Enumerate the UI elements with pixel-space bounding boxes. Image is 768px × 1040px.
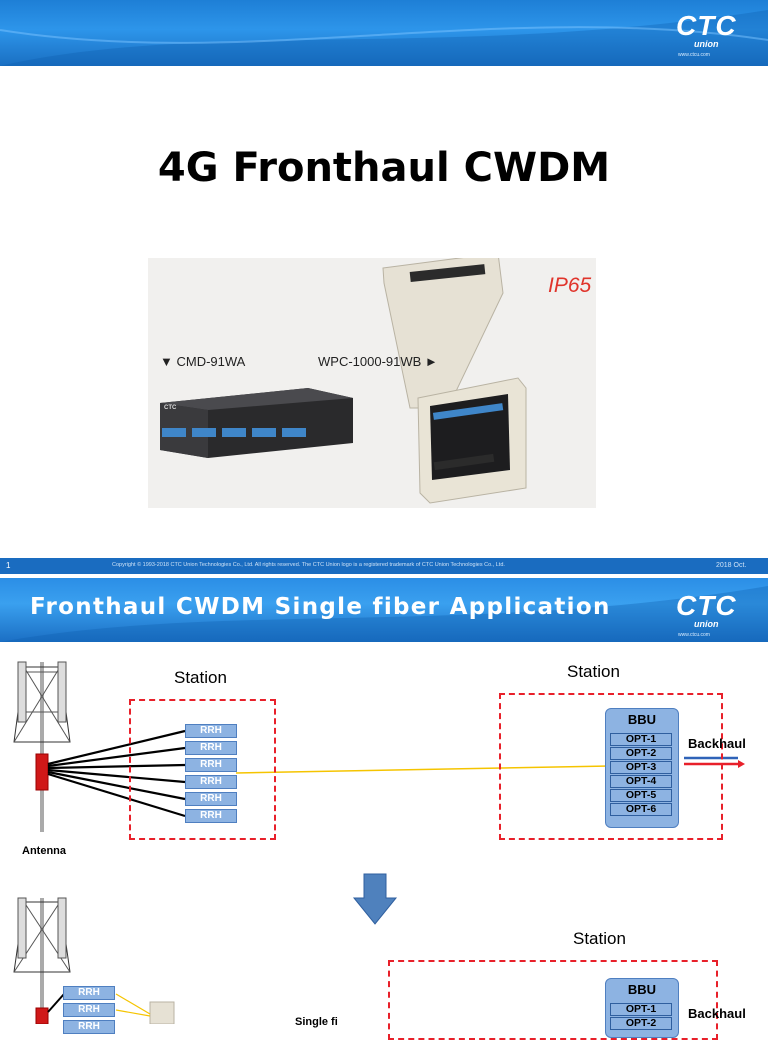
ip65-badge: IP65 <box>548 274 592 297</box>
opt-port: OPT-1 <box>610 1003 672 1016</box>
ctc-union-logo: CTC union www.ctcu.com <box>676 10 737 59</box>
opt-port: OPT-6 <box>610 803 672 816</box>
rrh-box: RRH <box>185 741 237 755</box>
bbu-label: BBU <box>627 982 657 997</box>
bbu-unit: BBU OPT-1 OPT-2 OPT-3 OPT-4 OPT-5 OPT-6 <box>605 708 679 828</box>
slide2-title: Fronthaul CWDM Single fiber Application <box>30 594 611 620</box>
model-label-cmd: ▼ CMD-91WA <box>160 354 246 369</box>
antenna-label: Antenna <box>22 845 66 857</box>
slide1-header-bar: CTC union www.ctcu.com <box>0 0 768 66</box>
station-bottom-label: Station <box>573 929 626 948</box>
opt-port: OPT-5 <box>610 789 672 802</box>
rrh-box: RRH <box>185 758 237 772</box>
model-label-wpc: WPC-1000-91WB ► <box>318 354 438 369</box>
station-left-box <box>129 699 276 840</box>
slide-footer: 1 Copyright © 1993-2018 CTC Union Techno… <box>0 558 768 574</box>
backhaul-label-bottom: Backhaul <box>688 1006 746 1021</box>
rrh-box: RRH <box>63 986 115 1000</box>
footer-date: 2018 Oct. <box>716 562 747 569</box>
rrh-box: RRH <box>185 792 237 806</box>
header-swoosh-graphic <box>0 10 768 66</box>
copyright-text: Copyright © 1993-2018 CTC Union Technolo… <box>112 562 505 568</box>
device-brand-mark: CTC <box>164 405 177 411</box>
opt-port: OPT-3 <box>610 761 672 774</box>
ctc-union-logo: CTC union www.ctcu.com <box>676 590 737 639</box>
station-right-box <box>499 693 723 840</box>
opt-port: OPT-1 <box>610 733 672 746</box>
rrh-box: RRH <box>63 1020 115 1034</box>
page-title: 4G Fronthaul CWDM <box>157 145 611 191</box>
network-diagram-graphics <box>13 661 745 1024</box>
bbu-label: BBU <box>627 712 657 727</box>
opt-port: OPT-2 <box>610 747 672 760</box>
bbu-unit-bottom: BBU OPT-1 OPT-2 <box>605 978 679 1038</box>
product-photo: ▼ CMD-91WA WPC-1000-91WB ► IP65 CTC <box>148 258 596 508</box>
down-arrow-icon <box>352 873 398 925</box>
header-swoosh-graphic <box>0 586 768 642</box>
product-illustration <box>160 258 527 504</box>
page-number: 1 <box>6 561 11 570</box>
rrh-box: RRH <box>185 809 237 823</box>
rrh-box: RRH <box>185 724 237 738</box>
slide2-header-bar: Fronthaul CWDM Single fiber Application … <box>0 578 768 642</box>
single-fiber-label: Single fi <box>295 1016 338 1028</box>
rrh-box: RRH <box>63 1003 115 1017</box>
rrh-box: RRH <box>185 775 237 789</box>
backhaul-label: Backhaul <box>688 736 746 751</box>
station-right-label: Station <box>567 662 620 681</box>
antenna-tower-icon <box>13 661 71 832</box>
station-left-label: Station <box>174 668 227 687</box>
opt-port: OPT-4 <box>610 775 672 788</box>
